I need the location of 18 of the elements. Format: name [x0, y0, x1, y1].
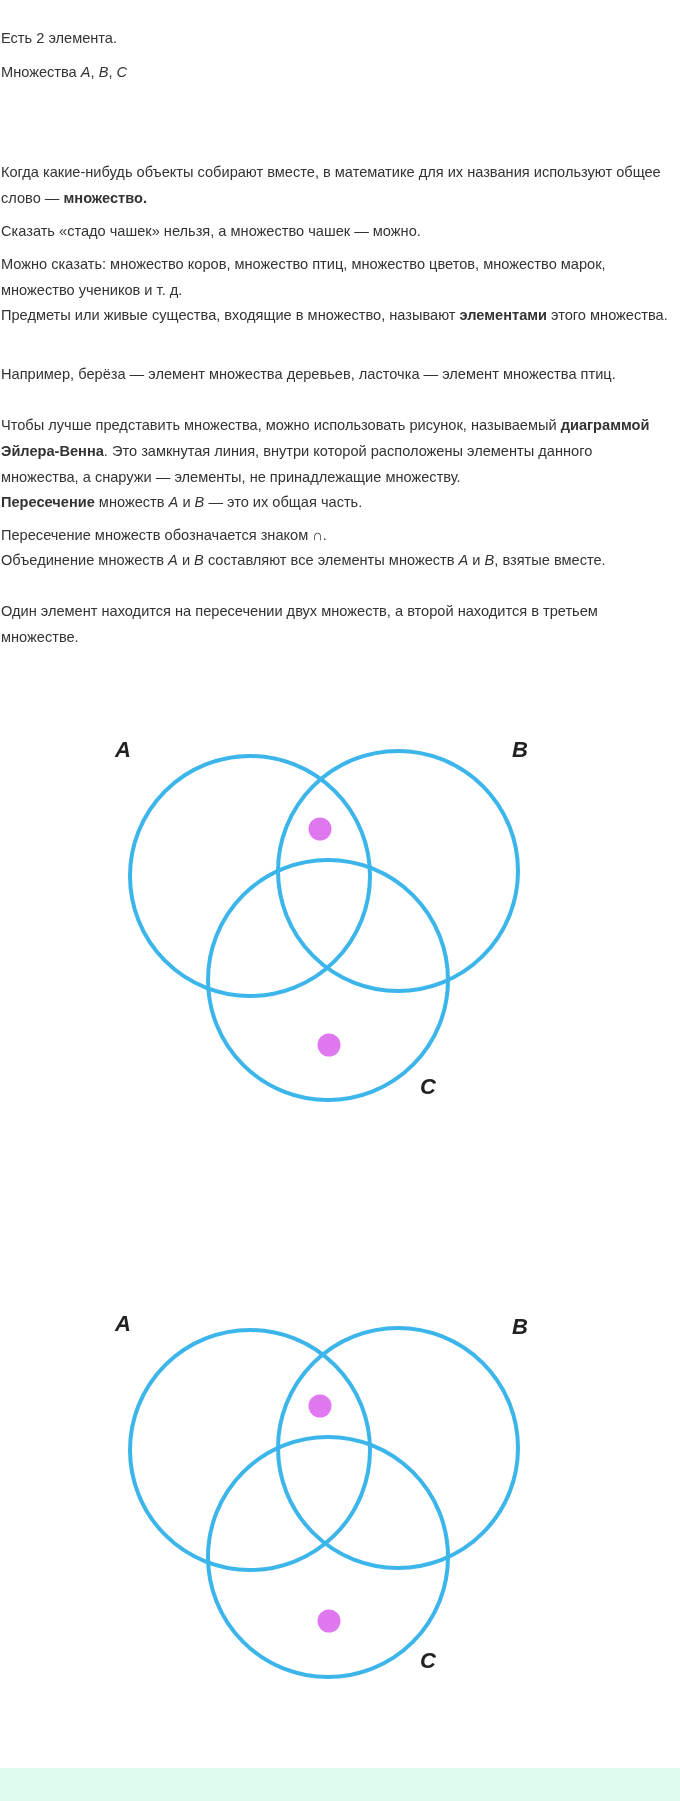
paragraph-text: Можно сказать: множество коров, множество птиц, множество цветов, множество марок, множество учеников и т. д. [1, 255, 607, 300]
paragraph-text: Один элемент находится на пересечении двух множеств, а второй находится в третьем множестве. [1, 602, 599, 647]
paragraph-text: Предметы или живые существа, входящие в множество, называют элементами этого множества. [1, 306, 669, 325]
paragraph-text: Множества A, B, C [1, 63, 129, 82]
set-label: B [512, 1315, 528, 1339]
paragraph-text: Например, берёза — элемент множества деревьев, ласточка — элемент множества птиц. [1, 365, 617, 384]
paragraph-text: Пересечение множеств A и B — это их общая часть. [1, 493, 364, 512]
paragraph-text: Сказать «стадо чашек» нельзя, а множество чашек — можно. [1, 222, 422, 241]
paragraph-text: Есть 2 элемента. [1, 29, 119, 48]
set-label: B [512, 738, 528, 762]
paragraph-text: Пересечение множеств обозначается знаком ∩. [1, 526, 328, 545]
set-label: C [420, 1649, 436, 1673]
set-label: C [420, 1075, 436, 1099]
paragraph-text: Чтобы лучше представить множества, можно использовать рисунок, называемый диаграммой Эйлера-Венна. Это замкнутая линия, внутри которой расположены элементы данного множества, а снаружи — элементы, не принадлежащие множеству. [1, 416, 651, 487]
paragraph-text: Когда какие-нибудь объекты собирают вместе, в математике для их названия используют общее слово — множество. [1, 163, 662, 208]
set-label: A [115, 738, 131, 762]
set-label: A [115, 1312, 131, 1336]
paragraph-text: Объединение множеств A и B составляют все элементы множеств A и B, взятые вместе. [1, 551, 607, 570]
